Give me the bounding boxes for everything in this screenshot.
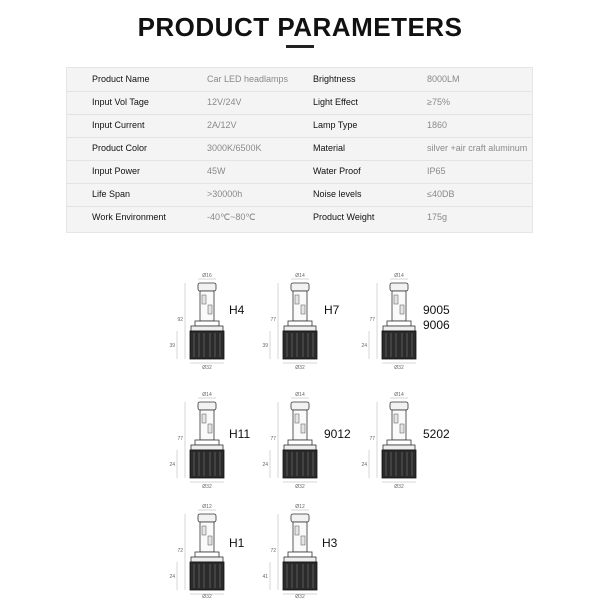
bulb-model-label: H11: [229, 427, 250, 441]
bulb-9005-9006: Ø14 77 24 Ø32 9005 9006: [361, 273, 450, 371]
table-row: Work Environment -40℃~80℃ Product Weight…: [67, 206, 532, 229]
param-value: ≤40DB: [427, 189, 455, 199]
param-label: Work Environment: [92, 212, 166, 222]
bulb-5202: Ø14 77 24 Ø32 5202: [361, 392, 450, 490]
height-label: 77: [270, 436, 276, 442]
param-value: 8000LM: [427, 74, 460, 84]
bulb-h3: Ø12 72 41 Ø32 H3: [262, 504, 337, 600]
param-label: Product Color: [92, 143, 148, 153]
table-row: Input Power 45W Water Proof IP65: [67, 160, 532, 184]
top-diameter-label: Ø16: [202, 273, 212, 279]
lower-height-label: 39: [262, 343, 268, 349]
base-diameter-label: Ø32: [295, 484, 305, 490]
bulb-h7: Ø14 77 39 Ø32 H7: [262, 273, 339, 371]
bulb-model-label: H3: [322, 536, 338, 550]
bulb-model-label-secondary: 9006: [423, 318, 450, 332]
height-label: 77: [369, 317, 375, 323]
base-diameter-label: Ø32: [202, 365, 212, 371]
top-diameter-label: Ø12: [202, 504, 212, 510]
bulb-model-label: H1: [229, 536, 245, 550]
bulb-h11: Ø14 77 24 Ø32 H11: [169, 392, 250, 490]
param-label: Life Span: [92, 189, 131, 199]
lower-height-label: 41: [262, 574, 268, 580]
param-value: 3000K/6500K: [207, 143, 262, 153]
param-value: >30000h: [207, 189, 243, 199]
title-underline: [286, 45, 314, 48]
height-label: 72: [270, 548, 276, 554]
param-value: 45W: [207, 166, 226, 176]
param-label: Input Vol Tage: [92, 97, 149, 107]
lower-height-label: 24: [361, 462, 367, 468]
param-label: Product Name: [92, 74, 150, 84]
param-value: 2A/12V: [207, 120, 237, 130]
table-row: Product Color 3000K/6500K Material silve…: [67, 137, 532, 161]
bulb-model-label: 9005: [423, 303, 450, 317]
base-diameter-label: Ø32: [394, 484, 404, 490]
param-value: ≥75%: [427, 97, 450, 107]
base-diameter-label: Ø32: [295, 365, 305, 371]
base-diameter-label: Ø32: [394, 365, 404, 371]
bulb-model-label: H7: [324, 303, 340, 317]
base-diameter-label: Ø32: [295, 594, 305, 600]
table-row: Life Span >30000h Noise levels ≤40DB: [67, 183, 532, 207]
height-label: 77: [369, 436, 375, 442]
parameters-table: Product Name Car LED headlamps Brightnes…: [66, 67, 533, 233]
param-value: 12V/24V: [207, 97, 242, 107]
param-label: Noise levels: [313, 189, 362, 199]
lower-height-label: 24: [169, 574, 175, 580]
param-value: Car LED headlamps: [207, 74, 289, 84]
page-title: PRODUCT PARAMETERS: [137, 12, 463, 42]
top-diameter-label: Ø14: [295, 273, 305, 279]
top-diameter-label: Ø12: [295, 504, 305, 510]
bulb-9012: Ø14 77 24 Ø32 9012: [262, 392, 351, 490]
height-label: 77: [270, 317, 276, 323]
param-value: 175g: [427, 212, 448, 222]
param-value: silver +air craft aluminum: [427, 143, 528, 153]
height-label: 77: [177, 436, 183, 442]
top-diameter-label: Ø14: [394, 273, 404, 279]
param-label: Input Current: [92, 120, 145, 130]
param-label: Product Weight: [313, 212, 375, 222]
param-label: Light Effect: [313, 97, 358, 107]
lower-height-label: 24: [361, 343, 367, 349]
param-label: Lamp Type: [313, 120, 358, 130]
top-diameter-label: Ø14: [202, 392, 212, 398]
lower-height-label: 39: [169, 343, 175, 349]
table-row: Product Name Car LED headlamps Brightnes…: [67, 68, 532, 92]
param-value: -40℃~80℃: [207, 212, 256, 222]
base-diameter-label: Ø32: [202, 594, 212, 600]
bulb-model-label: H4: [229, 303, 245, 317]
param-value: IP65: [427, 166, 446, 176]
top-diameter-label: Ø14: [295, 392, 305, 398]
base-diameter-label: Ø32: [202, 484, 212, 490]
param-label: Water Proof: [313, 166, 361, 176]
bulb-h4: Ø16 92 39 Ø32 H4: [169, 273, 244, 371]
param-value: 1860: [427, 120, 448, 130]
param-label: Brightness: [313, 74, 356, 84]
table-row: Input Vol Tage 12V/24V Light Effect ≥75%: [67, 91, 532, 115]
height-label: 92: [177, 317, 183, 323]
bulb-h1: Ø12 72 24 Ø32 H1: [169, 504, 244, 600]
table-row: Input Current 2A/12V Lamp Type 1860: [67, 114, 532, 138]
lower-height-label: 24: [169, 462, 175, 468]
bulb-model-label: 9012: [324, 427, 351, 441]
bulb-model-label: 5202: [423, 427, 450, 441]
param-label: Material: [313, 143, 346, 153]
lower-height-label: 24: [262, 462, 268, 468]
height-label: 72: [177, 548, 183, 554]
bulb-dimension-diagrams: Ø16 92 39 Ø32 H4 Ø14 77 39 Ø32 H7 Ø14 77…: [169, 273, 450, 600]
top-diameter-label: Ø14: [394, 392, 404, 398]
param-label: Input Power: [92, 166, 141, 176]
